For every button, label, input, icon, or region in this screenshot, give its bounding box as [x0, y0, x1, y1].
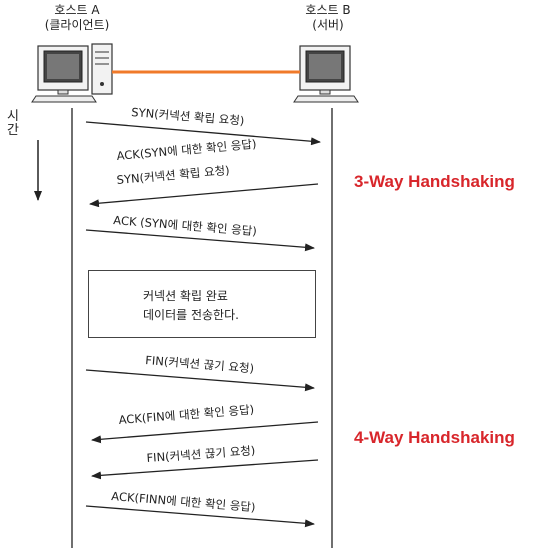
host-b-role: (서버)	[312, 18, 344, 32]
arrow-fin-a	[85, 369, 315, 392]
four-way-handshake-title: 4-Way Handshaking	[354, 428, 515, 447]
three-way-handshake-title: 3-Way Handshaking	[354, 172, 515, 191]
host-b-computer-icon	[293, 45, 359, 103]
host-a-label: 호스트 A (클라이언트)	[32, 3, 122, 33]
host-a-role: (클라이언트)	[44, 18, 110, 32]
host-a-computer-icon	[31, 43, 113, 103]
arrow-syn-ack	[89, 183, 319, 208]
arrow-ack	[85, 229, 315, 252]
arrow-ack-fin-b	[91, 421, 319, 444]
arrow-syn	[85, 121, 321, 146]
data-transfer-box: 커넥션 확립 완료 데이터를 전송한다.	[88, 270, 316, 338]
host-b-name: 호스트 B	[305, 3, 351, 17]
data-box-line1: 커넥션 확립 완료	[143, 289, 228, 303]
arrow-fin-b	[91, 459, 319, 480]
data-box-line2: 데이터를 전송한다.	[143, 308, 239, 322]
arrow-ack-fin-a	[85, 505, 315, 528]
host-a-name: 호스트 A	[54, 3, 100, 17]
host-b-label: 호스트 B (서버)	[283, 3, 373, 33]
time-label: 시간	[7, 109, 19, 138]
